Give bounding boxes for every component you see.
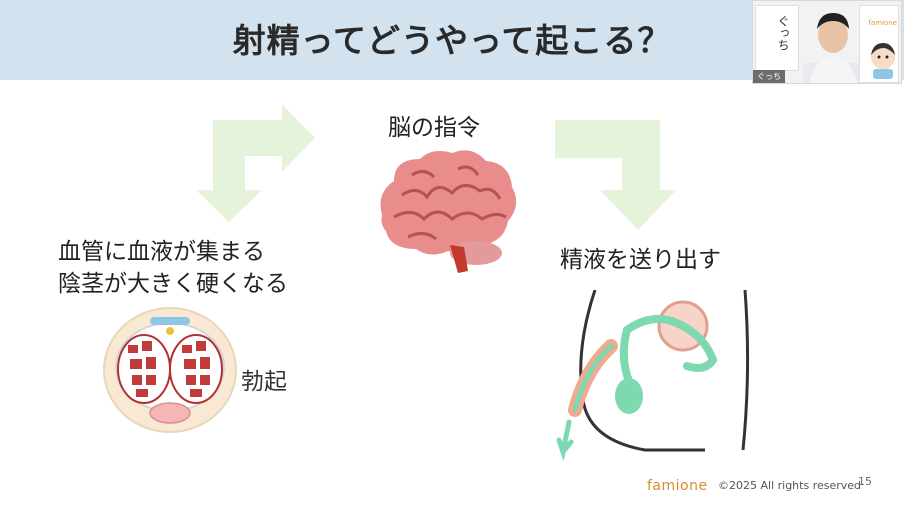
label-brain-command: 脳の指令 (388, 115, 480, 141)
webcam-name-tag: ぐっち (753, 70, 785, 83)
label-blood-flow: 血管に血液が集まる (58, 239, 265, 265)
label-erection: 勃起 (241, 369, 287, 395)
reproductive-tract-icon (556, 290, 750, 460)
webcam-brand: famione (868, 19, 897, 27)
penis-cross-section-icon (103, 307, 237, 433)
presenter-webcam: ぐっち famione ぐっち (752, 0, 902, 84)
mascot-icon (871, 43, 895, 79)
slide-title: 射精ってどうやって起こる？ (232, 21, 672, 60)
brain-icon (380, 150, 517, 273)
arrow-right-down-icon (555, 120, 676, 230)
label-ejaculation: 精液を送り出す (560, 247, 721, 273)
page-number: 15 (858, 475, 872, 488)
webcam-name-vertical: ぐっち (776, 15, 790, 51)
footer-copyright: ©2025 All rights reserved (718, 479, 862, 492)
footer-brand-logo: famione (647, 478, 708, 494)
presenter-figure-icon (803, 13, 863, 83)
label-penis-hardens: 陰茎が大きく硬くなる (58, 271, 288, 297)
